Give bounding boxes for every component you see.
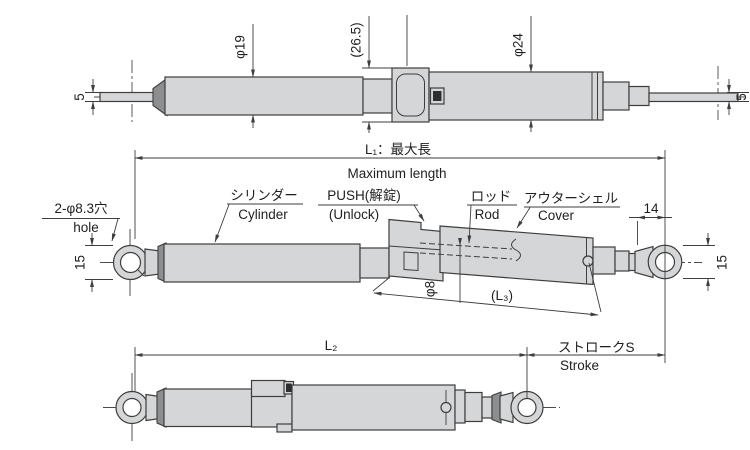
callout-hole: 2-φ8.3穴 hole bbox=[42, 201, 120, 242]
callout-push: PUSH(解錠) (Unlock) bbox=[318, 188, 425, 222]
top-view: 5 φ19 (26.5) φ24 5 bbox=[72, 15, 749, 133]
dim-14: 14 bbox=[629, 201, 672, 245]
dim-l2: L₂ bbox=[134, 338, 528, 399]
dim-5-right-text: 5 bbox=[734, 93, 749, 101]
mid-push-housing-line bbox=[388, 245, 444, 251]
top-outer-shell bbox=[428, 71, 604, 121]
mid-rod-break-mark bbox=[511, 238, 521, 262]
mid-rod-hidden-bottom bbox=[419, 252, 513, 260]
dim-5-left: 5 bbox=[72, 79, 102, 115]
bot-eyelet-right-hole bbox=[517, 397, 537, 418]
bot-end-block bbox=[464, 391, 483, 423]
bot-eyelet-left-hole bbox=[122, 397, 142, 418]
rod-en-text: Rod bbox=[475, 207, 500, 222]
bot-push-housing-step bbox=[276, 423, 293, 433]
callout-cover: アウターシェル Cover bbox=[516, 191, 620, 229]
callout-rod: ロッド Rod bbox=[467, 189, 517, 244]
dim-dia24-text: φ24 bbox=[511, 33, 526, 57]
top-end-block bbox=[602, 81, 630, 111]
mid-end-block-small bbox=[614, 250, 630, 272]
mid-eyelet-left-hole bbox=[119, 251, 142, 274]
hole-en-text: hole bbox=[73, 220, 99, 235]
top-push-button-face bbox=[396, 73, 425, 117]
hole-jp-text: 2-φ8.3穴 bbox=[54, 201, 107, 216]
cylinder-en-text: Cylinder bbox=[238, 207, 288, 222]
bottom-view: L₂ ストロークS Stroke bbox=[103, 338, 666, 441]
middle-view: L₁：最大長 Maximum length 2-φ8.3穴 hole シリンダー… bbox=[42, 142, 730, 363]
dim-l3: (L₃) bbox=[372, 262, 602, 317]
top-shell-endcap-lines bbox=[591, 72, 598, 120]
bot-cylinder bbox=[163, 388, 253, 428]
mid-outer-shell bbox=[439, 225, 594, 286]
dim-dia24: φ24 bbox=[511, 16, 533, 132]
bot-shell-pin-hole bbox=[440, 401, 452, 414]
mid-eyelet-left-tick bbox=[137, 269, 145, 277]
dim-dia19: φ19 bbox=[233, 24, 255, 128]
dim-stroke-en-text: Stroke bbox=[560, 358, 599, 373]
top-push-housing bbox=[391, 67, 430, 123]
mid-cylinder bbox=[163, 243, 361, 283]
dim-5-left-text: 5 bbox=[72, 93, 87, 101]
push-en-text: (Unlock) bbox=[329, 207, 379, 222]
bot-end-neck bbox=[481, 396, 493, 419]
top-rod-right bbox=[648, 92, 739, 103]
dim-dia8-text: φ8 bbox=[423, 281, 438, 297]
dim-26-5-text: (26.5) bbox=[349, 22, 364, 57]
bot-cone-right bbox=[491, 391, 502, 424]
mid-eyelet-right-neck bbox=[634, 245, 654, 279]
bot-eyelet-right-neck bbox=[499, 391, 514, 424]
mid-push-housing bbox=[388, 218, 444, 282]
dim-15-left-text: 15 bbox=[73, 255, 88, 270]
rod-jp-text: ロッド bbox=[471, 189, 512, 204]
top-step-block bbox=[362, 78, 393, 114]
mid-end-block bbox=[592, 246, 616, 275]
top-lock-button-inner bbox=[433, 91, 442, 101]
mid-rod-hidden-top bbox=[419, 242, 513, 250]
dim-l3-text: (L₃) bbox=[491, 288, 513, 303]
bot-lock-button-inner bbox=[286, 383, 292, 392]
push-jp-text: PUSH(解錠) bbox=[327, 188, 401, 203]
bot-push-housing-cap bbox=[250, 379, 286, 398]
dim-l2-text: L₂ bbox=[325, 338, 338, 353]
bot-outer-shell bbox=[291, 384, 456, 431]
dim-15-right-text: 15 bbox=[715, 255, 730, 270]
dim-stroke-jp-text: ストロークS bbox=[558, 340, 635, 355]
cover-jp-text: アウターシェル bbox=[524, 191, 618, 206]
dim-stroke: ストロークS Stroke bbox=[526, 340, 666, 373]
callout-cylinder: シリンダー Cylinder bbox=[214, 188, 303, 243]
top-cylinder bbox=[164, 76, 364, 116]
mid-push-connector bbox=[403, 251, 419, 272]
dim-15-right: 15 bbox=[683, 233, 730, 291]
dim-dia19-text: φ19 bbox=[233, 35, 248, 59]
mid-shell-pin-hole bbox=[582, 255, 594, 267]
dim-l1-jp-text: L₁：最大長 bbox=[365, 142, 432, 157]
dim-15-left: 15 bbox=[73, 233, 113, 292]
bot-end-step bbox=[454, 389, 466, 424]
top-rod-left bbox=[99, 91, 155, 103]
mid-step-block bbox=[359, 247, 390, 279]
dim-l1: L₁：最大長 Maximum length bbox=[134, 142, 666, 363]
bot-push-housing bbox=[250, 391, 293, 428]
top-end-block-small bbox=[628, 85, 650, 107]
dim-14-text: 14 bbox=[643, 201, 659, 216]
dim-26-5: (26.5) bbox=[349, 15, 408, 133]
cover-en-text: Cover bbox=[538, 208, 575, 223]
cylinder-jp-text: シリンダー bbox=[230, 188, 298, 203]
dim-5-right: 5 bbox=[727, 79, 749, 115]
dim-l1-en-text: Maximum length bbox=[347, 166, 446, 181]
